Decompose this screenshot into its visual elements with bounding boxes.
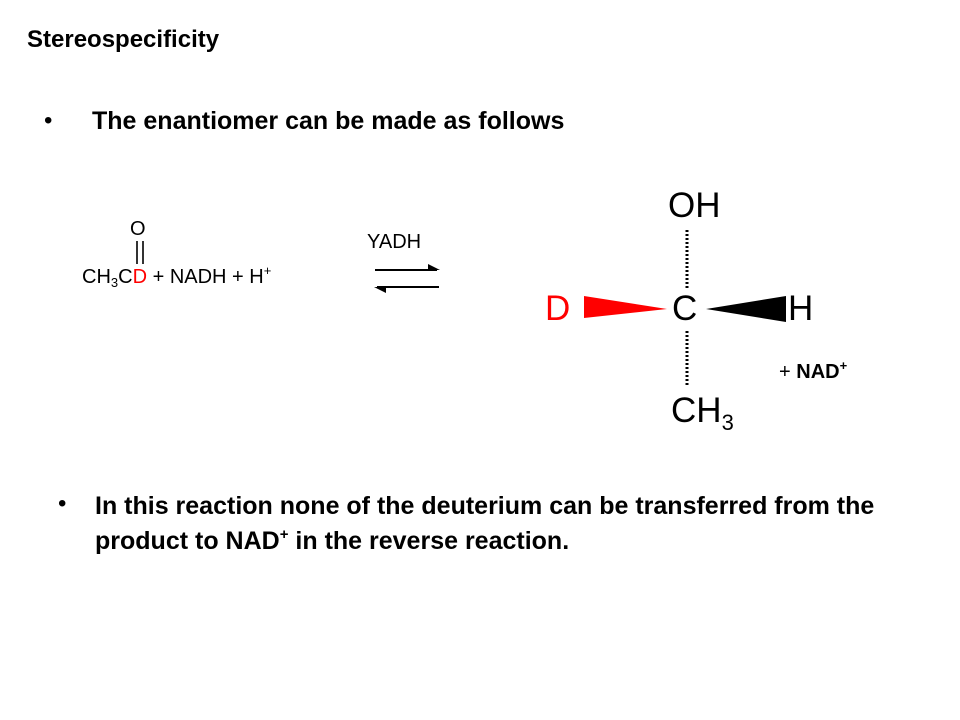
byproduct-name: NAD [796, 361, 840, 383]
enzyme-label: YADH [367, 231, 422, 253]
reactant-equation: CH3CD + NADH + H+ [82, 263, 272, 290]
reactant-proton-charge: + [263, 263, 272, 278]
product-deuterium: D [545, 289, 571, 328]
byproduct-nad: + NAD+ [779, 358, 848, 384]
page-title: Stereospecificity [27, 26, 220, 53]
bullet-text-enantiomer: The enantiomer can be made as follows [92, 107, 565, 135]
product-methyl: CH3 [671, 391, 734, 435]
reactant-carbon: C [118, 266, 133, 288]
reactant-subscript: 3 [110, 275, 119, 290]
reactant-deuterium: D [132, 266, 148, 288]
carbonyl-oxygen: O [130, 218, 146, 240]
reverse-arrowhead [374, 287, 386, 293]
product-methyl-subscript: 3 [721, 410, 734, 435]
wedge-bond-h [706, 296, 786, 322]
byproduct-charge: + [839, 358, 848, 373]
bullet-text-deuterium: In this reaction none of the deuterium c… [95, 489, 915, 562]
bullet-marker: • [58, 490, 67, 517]
bullet2-text-before: In this reaction none of the deuterium c… [95, 492, 875, 555]
wedge-bond-d [584, 296, 667, 318]
bullet-marker: • [44, 107, 53, 134]
reactant-cofactors: + NADH + H [147, 266, 264, 288]
product-hydroxyl: OH [668, 186, 721, 225]
forward-arrowhead [428, 264, 440, 270]
bullet2-text-after: in the reverse reaction. [288, 527, 570, 555]
product-hydrogen: H [788, 289, 814, 328]
product-carbon: C [672, 289, 698, 328]
reactant-ch: CH [82, 266, 111, 288]
product-methyl-ch: CH [671, 391, 722, 430]
bullet2-charge: + [279, 526, 289, 543]
byproduct-plus: + [779, 361, 797, 383]
